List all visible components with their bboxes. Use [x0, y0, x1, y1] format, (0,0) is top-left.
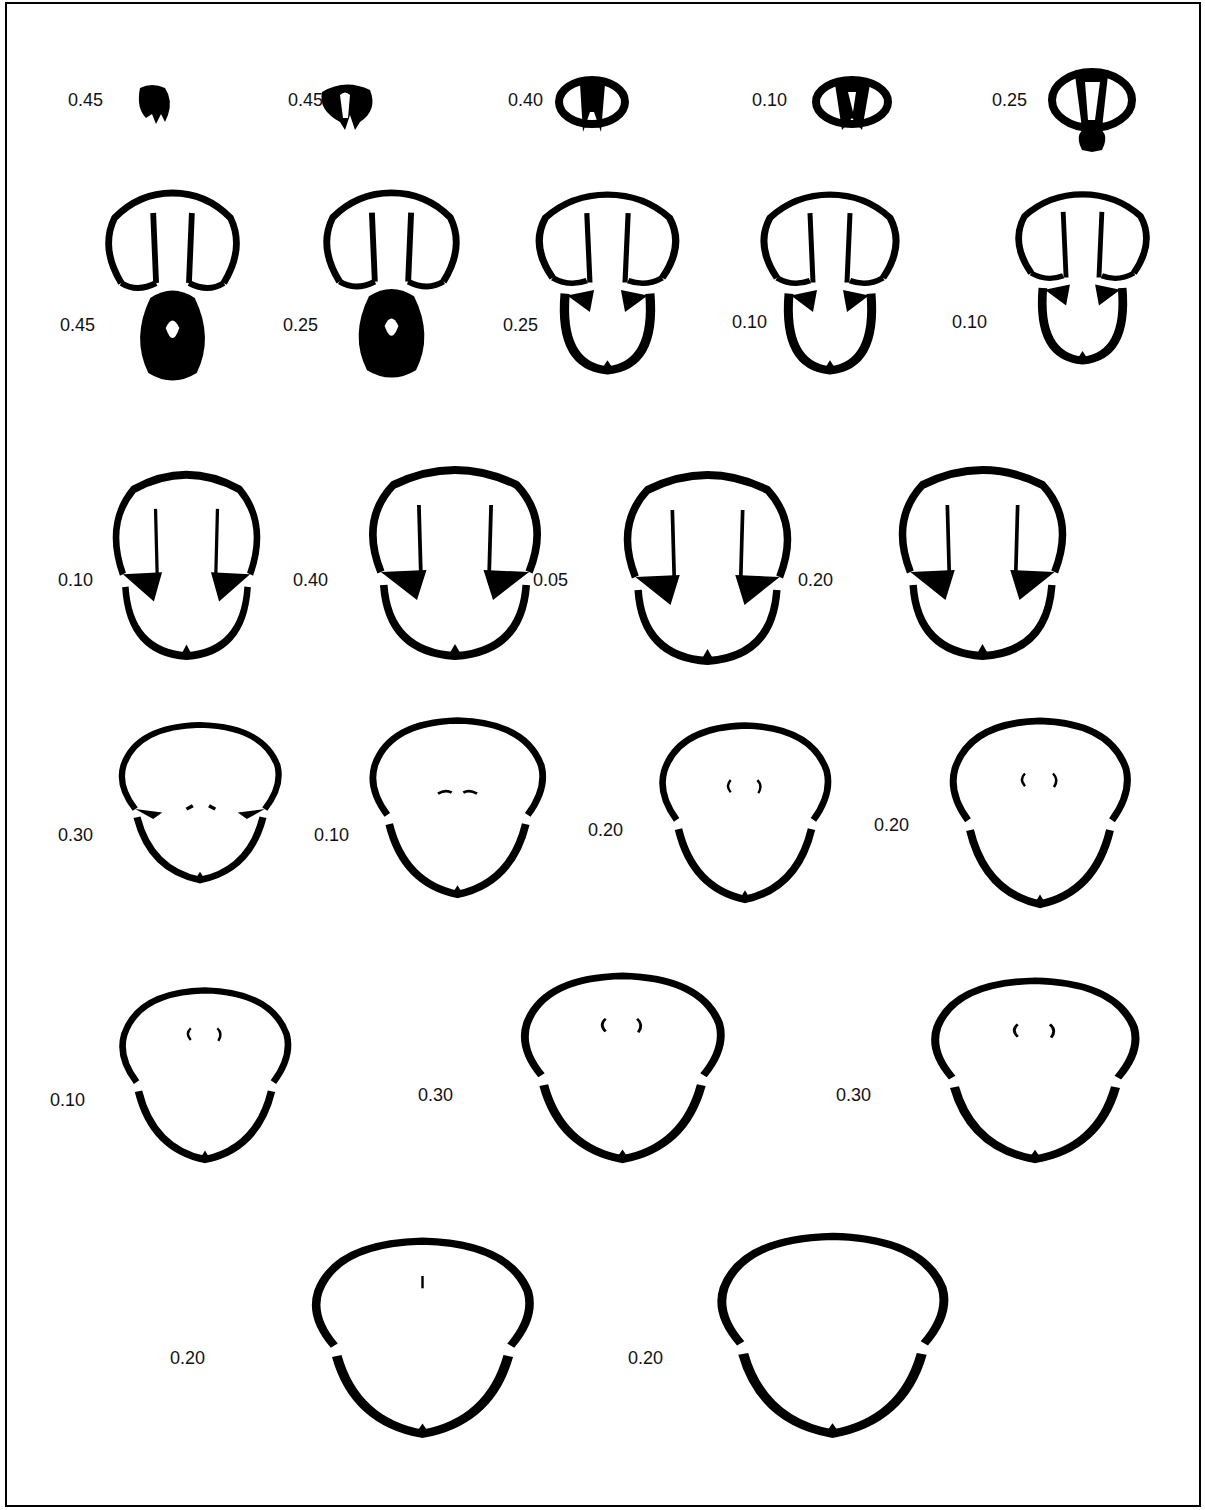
proportion-label: 0.45	[60, 314, 95, 336]
section	[109, 193, 237, 381]
proportion-label: 0.10	[50, 1089, 85, 1111]
proportion-label: 0.30	[836, 1084, 871, 1106]
proportion-label: 0.20	[628, 1347, 663, 1369]
section	[122, 725, 279, 882]
section	[321, 84, 372, 130]
frame	[6, 3, 1200, 1506]
proportion-label: 0.30	[58, 824, 93, 846]
proportion-label: 0.40	[508, 89, 543, 111]
section	[935, 981, 1135, 1161]
section	[525, 976, 721, 1161]
section	[764, 195, 896, 372]
proportion-label: 0.25	[283, 314, 318, 336]
section	[1019, 194, 1147, 361]
section	[627, 475, 787, 662]
section	[902, 470, 1062, 657]
section	[316, 1241, 529, 1436]
section	[327, 193, 457, 378]
proportion-label: 0.25	[992, 89, 1027, 111]
section	[953, 721, 1127, 906]
proportion-label: 0.05	[533, 569, 568, 591]
section	[663, 726, 828, 902]
proportion-label: 0.10	[314, 824, 349, 846]
section	[1052, 72, 1132, 152]
section	[539, 195, 676, 372]
section	[722, 1236, 944, 1436]
section	[559, 80, 625, 132]
proportion-label: 0.20	[798, 569, 833, 591]
proportion-label: 0.40	[293, 569, 328, 591]
section	[116, 475, 257, 657]
proportion-label: 0.10	[732, 311, 767, 333]
proportion-label: 0.20	[874, 814, 909, 836]
proportion-label: 0.45	[288, 89, 323, 111]
section	[373, 721, 543, 897]
section	[373, 470, 537, 657]
proportion-label: 0.30	[418, 1084, 453, 1106]
proportion-label: 0.20	[588, 819, 623, 841]
proportion-label: 0.45	[68, 89, 103, 111]
section	[139, 85, 170, 124]
section	[816, 80, 888, 130]
proportion-label: 0.10	[752, 89, 787, 111]
proportion-label: 0.10	[952, 311, 987, 333]
section	[123, 990, 288, 1161]
proportion-label: 0.20	[170, 1347, 205, 1369]
proportion-label: 0.10	[58, 569, 93, 591]
proportion-label: 0.25	[503, 314, 538, 336]
